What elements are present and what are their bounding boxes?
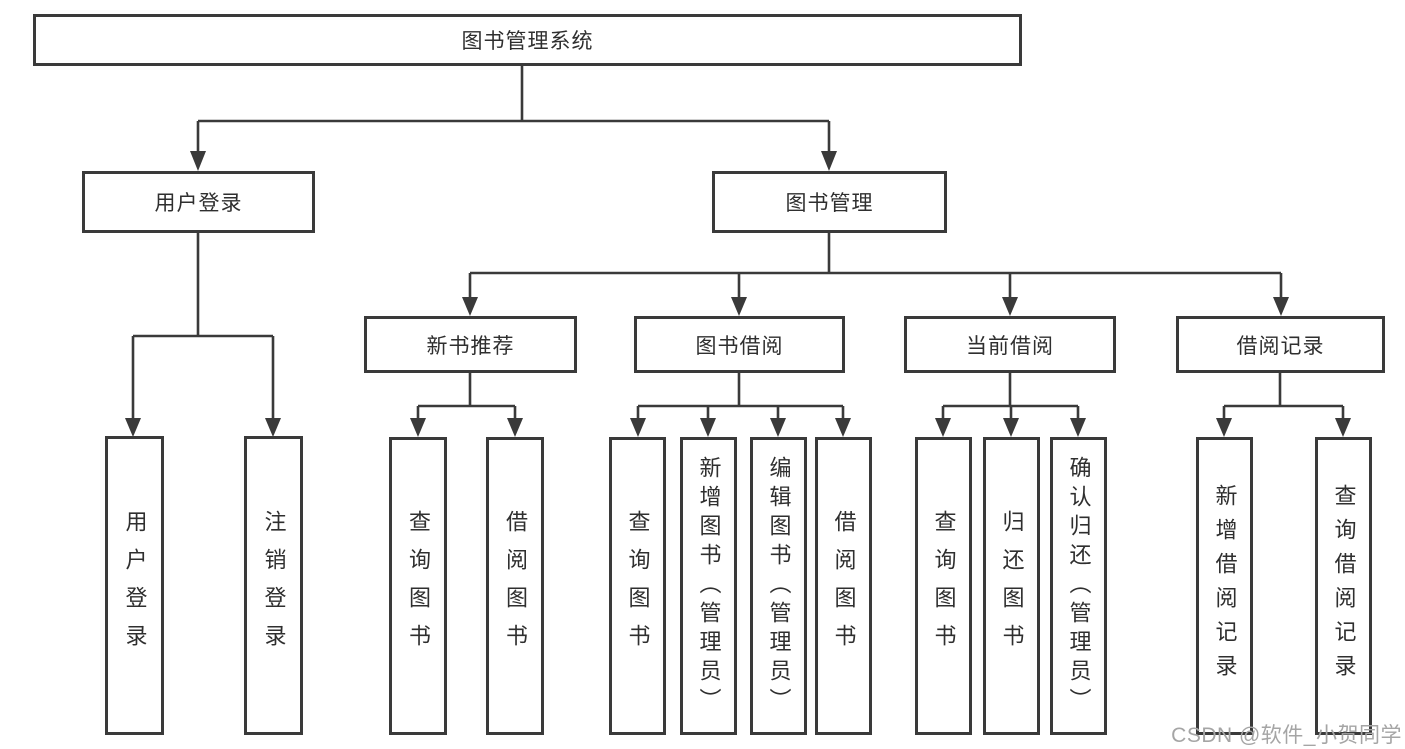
leaf-label: 新增借阅记录 bbox=[1212, 484, 1238, 688]
leaf-cb-confirm-return-admin: 确认归还（管理员） bbox=[1050, 437, 1107, 735]
node-label: 借阅记录 bbox=[1236, 334, 1325, 358]
leaf-logout: 注销登录 bbox=[244, 436, 303, 735]
leaf-label: 注销登录 bbox=[261, 509, 287, 662]
leaf-nb-query-books: 查询图书 bbox=[389, 437, 447, 735]
node-user-login: 用户登录 bbox=[82, 171, 315, 233]
node-book-management: 图书管理 bbox=[712, 171, 947, 233]
leaf-cb-return-books: 归还图书 bbox=[983, 437, 1040, 735]
leaf-bb-borrow-books: 借阅图书 bbox=[815, 437, 872, 735]
leaf-label: 查询图书 bbox=[931, 510, 957, 662]
node-label: 图书借阅 bbox=[695, 334, 784, 358]
node-label: 图书管理 bbox=[785, 192, 874, 215]
node-borrowing-records: 借阅记录 bbox=[1176, 316, 1385, 373]
watermark-text: CSDN @软件_小贺同学 bbox=[1171, 724, 1402, 747]
leaf-bb-add-books-admin: 新增图书（管理员） bbox=[680, 437, 737, 735]
node-library-management-system: 图书管理系统 bbox=[33, 14, 1022, 66]
node-current-borrowing: 当前借阅 bbox=[904, 316, 1116, 373]
leaf-bb-edit-books-admin: 编辑图书（管理员） bbox=[750, 437, 807, 735]
leaf-label: 用户登录 bbox=[122, 509, 148, 662]
leaf-label: 编辑图书（管理员） bbox=[766, 455, 792, 717]
leaf-label: 查询借阅记录 bbox=[1331, 484, 1357, 688]
node-new-book-recommend: 新书推荐 bbox=[364, 316, 577, 373]
node-label: 图书管理系统 bbox=[461, 30, 594, 53]
node-label: 新书推荐 bbox=[426, 334, 515, 358]
node-book-borrowing: 图书借阅 bbox=[634, 316, 845, 373]
leaf-label: 借阅图书 bbox=[831, 510, 857, 662]
leaf-label: 借阅图书 bbox=[503, 510, 528, 662]
node-label: 当前借阅 bbox=[966, 334, 1054, 358]
leaf-label: 查询图书 bbox=[406, 510, 431, 662]
leaf-user-login: 用户登录 bbox=[105, 436, 164, 735]
leaf-label: 归还图书 bbox=[999, 510, 1025, 662]
leaf-label: 查询图书 bbox=[625, 510, 651, 662]
leaf-label: 确认归还（管理员） bbox=[1066, 455, 1092, 717]
leaf-nb-borrow-books: 借阅图书 bbox=[486, 437, 544, 735]
leaf-br-add-record: 新增借阅记录 bbox=[1196, 437, 1253, 735]
leaf-br-query-record: 查询借阅记录 bbox=[1315, 437, 1372, 735]
node-label: 用户登录 bbox=[154, 192, 243, 215]
leaf-bb-query-books: 查询图书 bbox=[609, 437, 666, 735]
leaf-cb-query-books: 查询图书 bbox=[915, 437, 972, 735]
leaf-label: 新增图书（管理员） bbox=[696, 455, 722, 717]
